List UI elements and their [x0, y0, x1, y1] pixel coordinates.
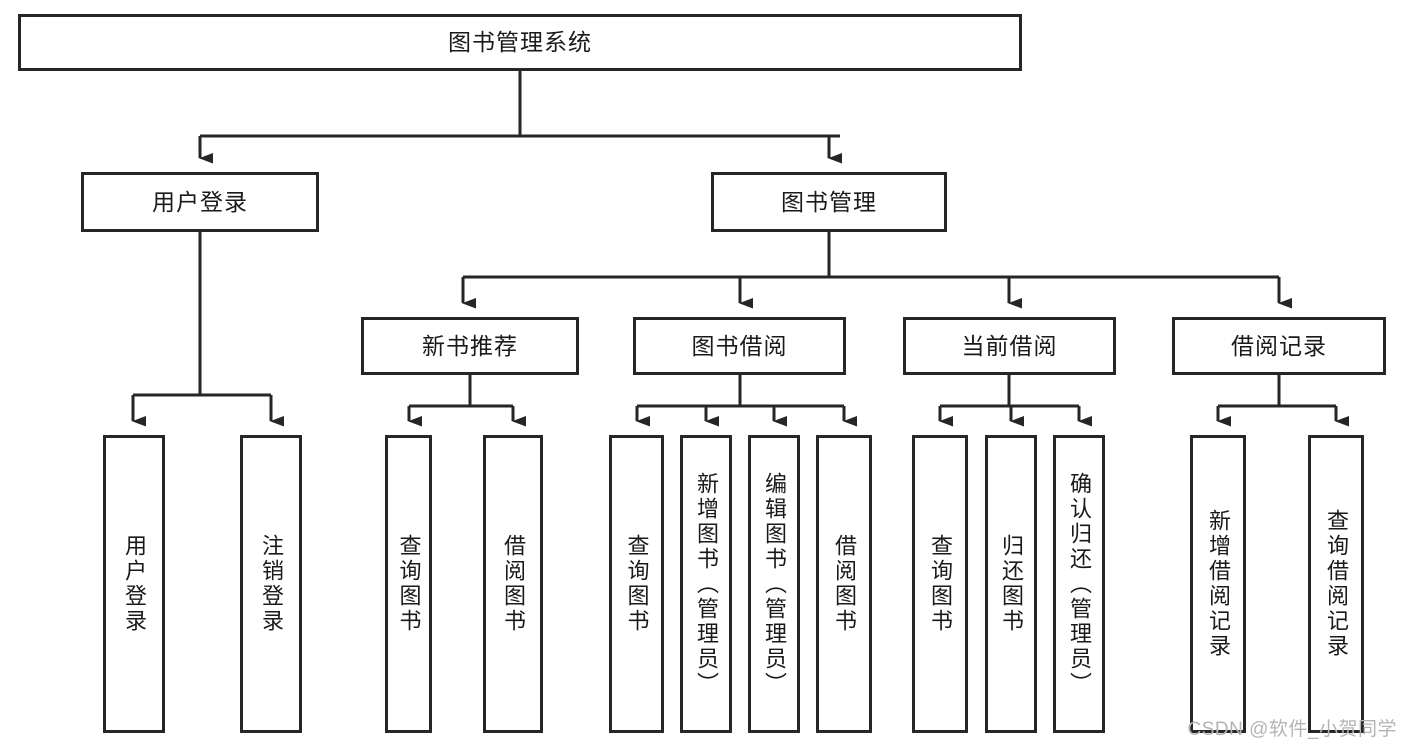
node-book-management[interactable]: 图书管理 [711, 172, 947, 232]
leaf-borrow-book-3-label: 借阅图书 [500, 534, 526, 634]
node-current-borrow-label: 当前借阅 [961, 332, 1058, 359]
node-borrow-record-label: 借阅记录 [1231, 332, 1327, 359]
leaf-add-book-admin-5[interactable]: 新增图书（管理员） [680, 435, 732, 733]
node-borrow-record[interactable]: 借阅记录 [1172, 317, 1386, 375]
node-current-borrow[interactable]: 当前借阅 [903, 317, 1116, 375]
leaf-logout-1[interactable]: 注销登录 [240, 435, 302, 733]
leaf-user-login-0[interactable]: 用户登录 [103, 435, 165, 733]
leaf-add-borrow-record-11[interactable]: 新增借阅记录 [1190, 435, 1246, 733]
leaf-query-borrow-record-12[interactable]: 查询借阅记录 [1308, 435, 1364, 733]
leaf-confirm-return-admin-10-label: 确认归还（管理员） [1066, 471, 1092, 697]
node-book-management-label: 图书管理 [781, 188, 877, 215]
leaf-borrow-book-3[interactable]: 借阅图书 [483, 435, 543, 733]
leaf-query-book-4[interactable]: 查询图书 [609, 435, 664, 733]
leaf-query-book-2-label: 查询图书 [396, 534, 422, 634]
leaf-user-login-0-label: 用户登录 [121, 534, 147, 634]
leaf-edit-book-admin-6-label: 编辑图书（管理员） [761, 471, 787, 697]
leaf-logout-1-label: 注销登录 [258, 534, 284, 634]
leaf-query-book-4-label: 查询图书 [624, 534, 650, 634]
leaf-confirm-return-admin-10[interactable]: 确认归还（管理员） [1053, 435, 1105, 733]
leaf-borrow-book-7-label: 借阅图书 [831, 534, 857, 634]
leaf-query-book-8-label: 查询图书 [927, 534, 953, 634]
leaf-edit-book-admin-6[interactable]: 编辑图书（管理员） [748, 435, 800, 733]
node-new-book-recommend-label: 新书推荐 [422, 332, 518, 359]
leaf-return-book-9-label: 归还图书 [998, 534, 1024, 634]
leaf-add-borrow-record-11-label: 新增借阅记录 [1205, 509, 1231, 659]
node-user-login[interactable]: 用户登录 [81, 172, 319, 232]
node-book-management-system[interactable]: 图书管理系统 [18, 14, 1022, 71]
leaf-query-book-2[interactable]: 查询图书 [385, 435, 432, 733]
leaf-add-book-admin-5-label: 新增图书（管理员） [693, 471, 719, 697]
leaf-return-book-9[interactable]: 归还图书 [985, 435, 1037, 733]
leaf-borrow-book-7[interactable]: 借阅图书 [816, 435, 872, 733]
csdn-watermark: CSDN @软件_小贺同学 [1187, 719, 1397, 740]
node-user-login-label: 用户登录 [152, 188, 248, 215]
leaf-query-borrow-record-12-label: 查询借阅记录 [1323, 509, 1349, 659]
node-book-management-system-label: 图书管理系统 [448, 29, 592, 56]
leaf-query-book-8[interactable]: 查询图书 [912, 435, 968, 733]
node-new-book-recommend[interactable]: 新书推荐 [361, 317, 579, 375]
node-book-borrow[interactable]: 图书借阅 [633, 317, 846, 375]
node-book-borrow-label: 图书借阅 [691, 332, 788, 359]
